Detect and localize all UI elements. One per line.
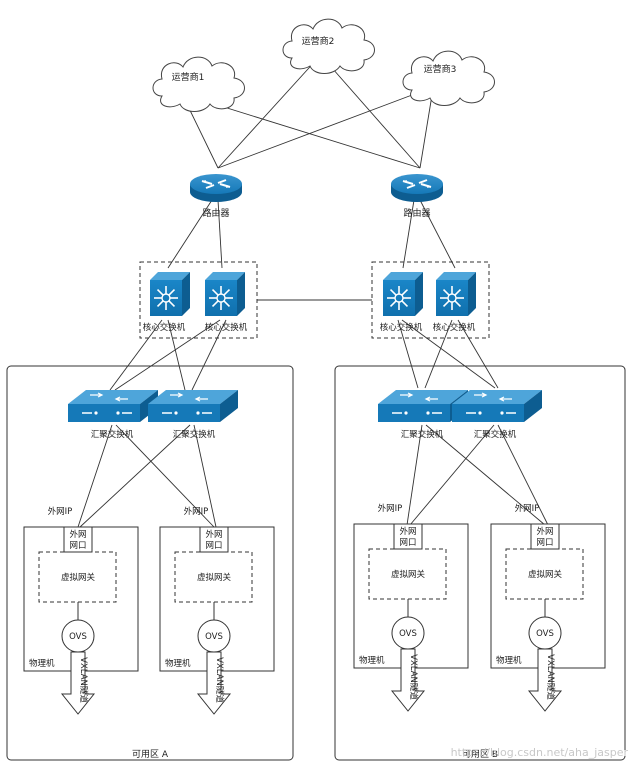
vxlan-tunnel-label: VXLAN隧道 [408, 654, 419, 700]
virtual-gateway-label: 虚拟网关 [197, 572, 232, 583]
ovs-label: OVS [536, 629, 554, 639]
physical-machine-label: 物理机 [359, 655, 385, 666]
physical-machine-label: 物理机 [29, 658, 55, 669]
external-port-label: 网口 [205, 541, 222, 551]
external-port-label: 网口 [399, 538, 416, 548]
vxlan-tunnel-arrow [527, 648, 563, 712]
core-switch-icon [383, 272, 423, 316]
vxlan-tunnel-arrow [196, 651, 232, 715]
core-switch-label: 核心交换机 [433, 322, 476, 333]
agg-host-links [77, 424, 549, 528]
aggregation-switch-label: 汇聚交换机 [474, 429, 517, 440]
physical-machine-label: 物理机 [496, 655, 522, 666]
router-core-links [167, 199, 456, 269]
zone-b-box [334, 365, 626, 761]
aggregation-switch-label: 汇聚交换机 [173, 429, 216, 440]
router-icon [391, 174, 443, 202]
isp-label: 运营商1 [172, 71, 205, 83]
core-switch-label: 核心交换机 [143, 322, 186, 333]
virtual-gateway-label: 虚拟网关 [528, 569, 563, 580]
cloud-icon [402, 50, 495, 106]
isp-label: 运营商3 [424, 63, 457, 75]
external-ip-label: 外网IP [378, 503, 403, 514]
virtual-gateway-label: 虚拟网关 [61, 572, 96, 583]
virtual-gateway-label: 虚拟网关 [391, 569, 426, 580]
aggregation-switch-icon [148, 390, 238, 422]
external-port-label: 外网 [399, 526, 416, 537]
vxlan-tunnel-arrow [60, 651, 96, 715]
router-label: 路由器 [403, 207, 430, 219]
core-switch-icon [150, 272, 190, 316]
physical-machine-label: 物理机 [165, 658, 191, 669]
external-port-label: 网口 [69, 541, 86, 551]
core-switch-icon [436, 272, 476, 316]
router-label: 路由器 [202, 207, 229, 219]
aggregation-switch-icon [452, 390, 542, 422]
external-ip-label: 外网IP [48, 506, 73, 517]
aggregation-switch-label: 汇聚交换机 [401, 429, 444, 440]
ovs-label: OVS [205, 632, 223, 642]
vxlan-tunnel-label: VXLAN隧道 [545, 654, 556, 700]
ovs-label: OVS [69, 632, 87, 642]
core-switch-icon [205, 272, 245, 316]
core-switch-label: 核心交换机 [380, 322, 423, 333]
external-port-label: 外网 [205, 529, 222, 540]
isp-label: 运营商2 [302, 35, 335, 47]
external-ip-label: 外网IP [515, 503, 540, 514]
vxlan-tunnel-label: VXLAN隧道 [78, 657, 89, 703]
watermark: https://blog.csdn.net/aha_jasper [451, 746, 629, 759]
core-agg-links [109, 319, 499, 391]
ovs-label: OVS [399, 629, 417, 639]
external-port-label: 网口 [536, 538, 553, 548]
core-switch-label: 核心交换机 [205, 322, 248, 333]
isp-router-links [184, 57, 433, 169]
external-port-label: 外网 [536, 526, 553, 537]
vxlan-tunnel-arrow [390, 648, 426, 712]
core-group-right [371, 261, 490, 339]
router-icon [190, 174, 242, 202]
vxlan-tunnel-label: VXLAN隧道 [214, 657, 225, 703]
cloud-icon [282, 18, 375, 74]
external-port-label: 外网 [69, 529, 86, 540]
aggregation-switch-label: 汇聚交换机 [91, 429, 134, 440]
zone-a-box [6, 365, 294, 761]
external-ip-label: 外网IP [184, 506, 209, 517]
zone-label: 可用区 A [132, 749, 169, 760]
aggregation-switch-icon [68, 390, 158, 422]
cloud-icon [152, 56, 245, 112]
core-group-left [139, 261, 258, 339]
zone-label: 可用区 B [462, 749, 498, 760]
